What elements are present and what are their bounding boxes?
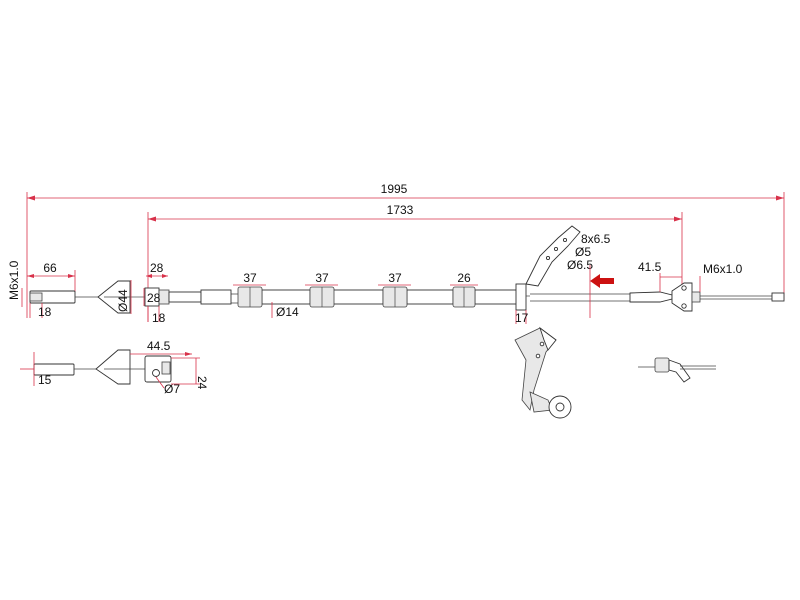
bracket-width-dimension: 17 xyxy=(515,310,529,325)
lower-end-terminal: 15 xyxy=(20,352,96,387)
bracket-width-label: 17 xyxy=(515,311,529,325)
lower-conical-fitting xyxy=(95,349,172,385)
direction-arrow-icon xyxy=(590,274,614,288)
cable-hose xyxy=(168,289,673,305)
fitting-lower-width-label: 18 xyxy=(152,311,166,325)
bracket-slot-label: 8x6.5 xyxy=(581,232,611,246)
bracket-spec-labels: 8x6.5 Ø5 Ø6.5 xyxy=(567,232,611,272)
end-width-label: 18 xyxy=(38,305,52,319)
detail-height-label: 24 xyxy=(195,376,209,390)
detail-length-label: 44.5 xyxy=(147,339,171,353)
clip-spacing-dimensions: 37 37 37 26 xyxy=(233,271,478,286)
right-end-detail-view xyxy=(638,357,716,383)
clip-spacing-label-2: 37 xyxy=(315,271,329,285)
bracket-hole-2-label: Ø6.5 xyxy=(567,258,593,272)
bracket-hole-1-label: Ø5 xyxy=(575,245,591,259)
fitting-length-label: 28 xyxy=(150,261,164,275)
end-width-dimension: 18 xyxy=(29,303,52,319)
right-end-offset-dimension: 41.5 xyxy=(638,260,682,292)
cable-length-label: 1733 xyxy=(387,203,414,217)
fitting-length-dimension: 28 xyxy=(146,261,168,278)
hose-dia-label: Ø14 xyxy=(276,305,299,319)
fitting-dia-label: Ø44 xyxy=(116,289,130,312)
overall-length-label: 1995 xyxy=(381,182,408,196)
clip-spacing-label-3: 37 xyxy=(388,271,402,285)
left-thread-label: M6x1.0 xyxy=(7,260,21,300)
right-end-offset-label: 41.5 xyxy=(638,260,662,274)
right-thread-dimension: M6x1.0 xyxy=(699,262,743,292)
hose-dia-dimension: Ø14 xyxy=(271,302,299,319)
right-end-fitting xyxy=(671,282,785,312)
overall-length-dimension: 1995 xyxy=(26,182,785,318)
end-length-dimension: 66 xyxy=(27,261,76,292)
left-thread-dimension: M6x1.0 xyxy=(7,260,23,307)
clip-spacing-label-1: 37 xyxy=(243,271,257,285)
fitting-lower-width-dimension: 18 xyxy=(147,306,166,325)
mounting-bracket xyxy=(515,225,581,311)
detail-dia-dimension: Ø7 xyxy=(155,376,180,396)
right-thread-label: M6x1.0 xyxy=(703,262,743,276)
clip-spacing-label-4: 26 xyxy=(457,271,471,285)
detail-length-dimension: 44.5 xyxy=(130,339,192,356)
conical-fitting xyxy=(97,280,170,314)
fitting-height-label: 28 xyxy=(147,291,161,305)
left-end-terminal xyxy=(29,290,98,304)
hose-clips xyxy=(237,286,476,308)
cable-length-dimension: 1733 xyxy=(147,203,683,322)
fitting-height-dimension: 28 xyxy=(143,288,161,306)
lower-end-width-label: 15 xyxy=(38,373,52,387)
bracket-detail-view xyxy=(514,326,572,419)
fitting-dia-dimension: Ø44 xyxy=(116,280,132,314)
detail-dia-label: Ø7 xyxy=(164,382,180,396)
end-length-label: 66 xyxy=(43,261,57,275)
detail-height-dimension: 24 xyxy=(171,357,209,390)
